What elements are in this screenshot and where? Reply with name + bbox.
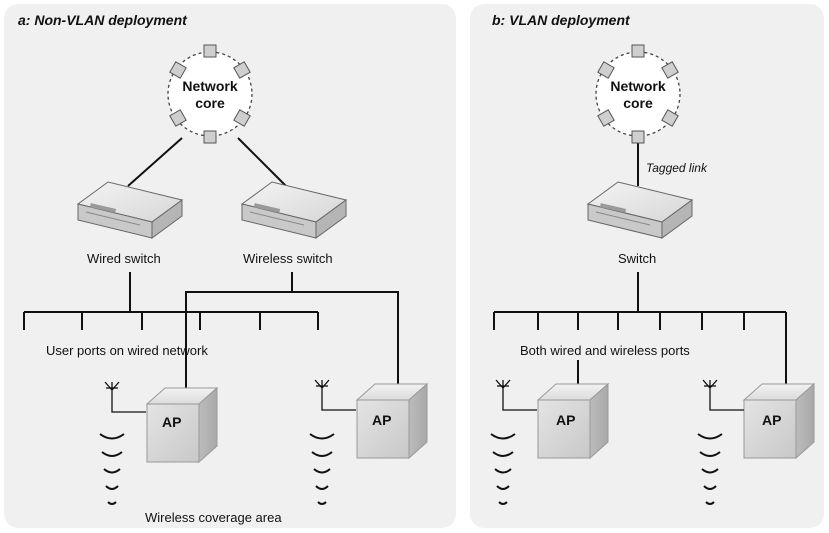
core-line2-b: core	[623, 95, 653, 111]
coverage-arcs-icon-a2	[309, 433, 335, 505]
coverage-arcs-icon-b1	[490, 433, 516, 505]
coverage-area-label: Wireless coverage area	[145, 510, 282, 525]
coverage-arcs-icon-b2	[697, 433, 723, 505]
panel-b-lines	[493, 140, 787, 390]
antenna-icon-a2	[314, 379, 357, 411]
panel-a-lines	[23, 137, 399, 398]
ap-label-a2: AP	[372, 412, 392, 428]
panel-a-title: a: Non-VLAN deployment	[18, 12, 187, 28]
core-line1-a: Network	[182, 78, 238, 94]
ports-label-b: Both wired and wireless ports	[520, 343, 690, 358]
tagged-link-label: Tagged link	[646, 161, 707, 175]
antenna-icon-b1	[495, 379, 538, 411]
core-line2-a: core	[195, 95, 225, 111]
ap-label-a1: AP	[162, 414, 182, 430]
panel-b-title: b: VLAN deployment	[492, 12, 630, 28]
ap-label-b2: AP	[762, 412, 782, 428]
core-line1-b: Network	[610, 78, 666, 94]
network-core-label-a: Network core	[170, 78, 250, 112]
ap-label-b1: AP	[556, 412, 576, 428]
ap-box-icon-a2	[356, 383, 428, 459]
wired-switch-icon	[77, 181, 183, 239]
user-ports-label: User ports on wired network	[46, 343, 208, 358]
antenna-icon-a1	[104, 381, 147, 413]
wireless-switch-label: Wireless switch	[243, 251, 333, 266]
coverage-arcs-icon-a1	[99, 433, 125, 505]
antenna-icon-b2	[702, 379, 745, 411]
switch-label-b: Switch	[618, 251, 657, 266]
wired-switch-label: Wired switch	[87, 251, 161, 266]
ap-box-icon-a1	[146, 387, 218, 463]
network-core-label-b: Network core	[598, 78, 678, 112]
switch-icon-b	[587, 181, 693, 239]
wireless-switch-icon	[241, 181, 347, 239]
